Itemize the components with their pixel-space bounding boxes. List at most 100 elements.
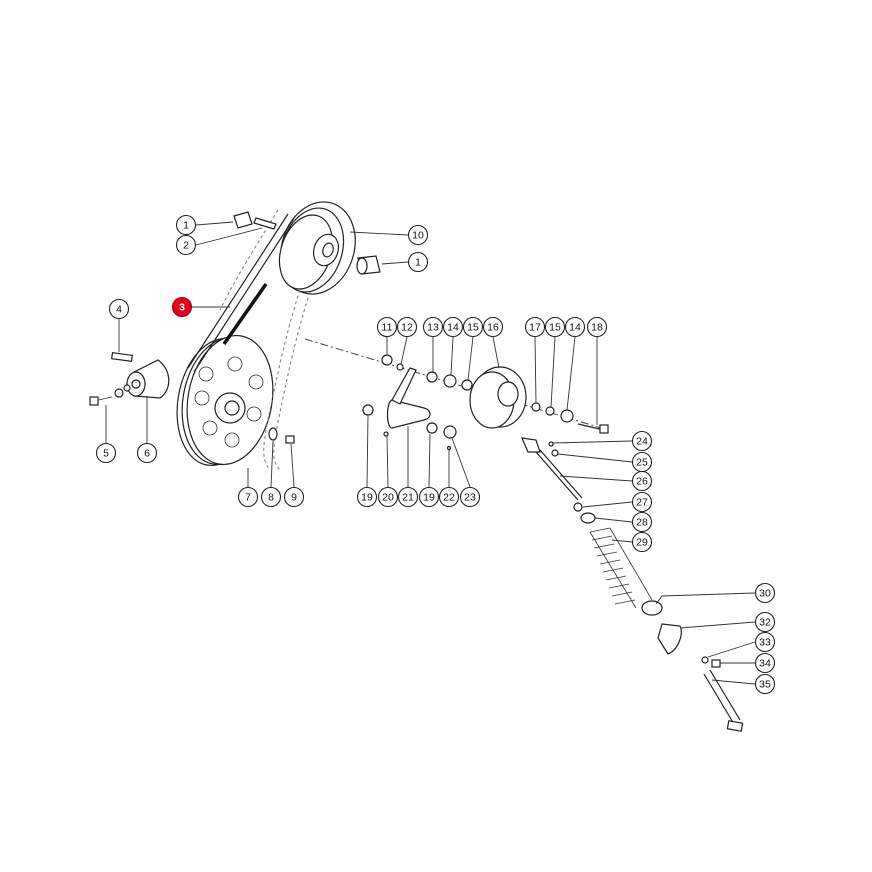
callout-c27: 27 (582, 491, 653, 513)
callout-circle (631, 470, 653, 492)
callout-c23: 23 (451, 437, 481, 508)
callout-circle (438, 486, 460, 508)
lower-pulley (176, 334, 274, 467)
callout-c15a: 15 (462, 316, 484, 381)
callout-c28: 28 (594, 511, 653, 533)
callout-c3: 3 (171, 296, 230, 318)
callout-label: 15 (549, 322, 561, 334)
callout-circle (544, 316, 566, 338)
callout-label: 16 (487, 322, 499, 334)
callout-c13: 13 (422, 316, 444, 372)
callout-c11: 11 (376, 316, 398, 355)
callout-circle (418, 486, 440, 508)
callout-leader (611, 539, 633, 543)
callout-c4: 4 (108, 298, 130, 352)
callout-c6: 6 (136, 396, 158, 464)
callout-label: 14 (447, 322, 459, 334)
callout-label: 34 (759, 658, 771, 670)
callout-c17: 17 (524, 316, 546, 404)
callout-circle (524, 316, 546, 338)
callout-label: 17 (529, 322, 541, 334)
callout-label: 29 (636, 537, 648, 549)
callout-c25: 25 (557, 451, 653, 473)
callout-circle (754, 673, 776, 695)
callout-leader (594, 517, 633, 523)
callout-leader (195, 221, 234, 226)
callout-label: 12 (401, 322, 413, 334)
callout-label: 11 (382, 322, 393, 334)
callout-label: 10 (412, 230, 424, 242)
callout-label: 6 (144, 448, 150, 460)
callout-c21: 21 (397, 426, 419, 508)
callout-c19b: 19 (418, 433, 440, 508)
callout-leader (534, 336, 537, 404)
callout-c29: 29 (611, 531, 653, 553)
callout-c19a: 19 (356, 414, 378, 508)
callout-circle (356, 486, 378, 508)
callout-c12: 12 (396, 316, 418, 365)
callout-leader (290, 443, 295, 488)
callout-c10: 10 (349, 224, 429, 246)
callout-c33: 33 (707, 631, 776, 658)
callout-leader (679, 621, 756, 629)
callout-c32: 32 (679, 611, 776, 633)
callout-label: 5 (103, 448, 109, 460)
callout-leader (711, 679, 756, 685)
callout-label: 13 (427, 322, 439, 334)
callout-label: 23 (464, 492, 476, 504)
callout-label: 1 (183, 220, 189, 232)
callout-c1a: 1 (175, 214, 234, 236)
callout-c8: 8 (260, 440, 282, 508)
callout-leader (655, 592, 756, 605)
v-belt (187, 209, 311, 471)
callout-c24: 24 (552, 430, 653, 452)
callout-circle (564, 316, 586, 338)
callout-leader (552, 440, 633, 444)
callout-label: 32 (759, 617, 771, 629)
callout-c9: 9 (283, 443, 305, 508)
callout-leader (707, 641, 756, 658)
callout-label: 19 (423, 492, 435, 504)
callout-c26: 26 (559, 470, 653, 492)
callout-label: 24 (636, 436, 648, 448)
callout-leader (492, 336, 500, 369)
callout-leader (450, 336, 454, 376)
callout-circle (754, 631, 776, 653)
callout-circle (407, 224, 429, 246)
callout-circle (631, 531, 653, 553)
callout-circle (397, 486, 419, 508)
tension-rod-assembly (521, 437, 744, 732)
callout-circle (283, 486, 305, 508)
callout-c14a: 14 (442, 316, 464, 376)
callout-leader (467, 336, 474, 381)
callout-leader (559, 475, 633, 482)
callout-label: 8 (268, 492, 274, 504)
callout-label: 21 (402, 492, 414, 504)
callout-leader (366, 414, 369, 488)
callout-label: 20 (382, 492, 394, 504)
callout-label: 30 (759, 588, 771, 600)
callout-label: 4 (116, 304, 122, 316)
callout-circle (754, 611, 776, 633)
callout-circle (442, 316, 464, 338)
callout-circle (95, 442, 117, 464)
callout-leader (270, 440, 274, 488)
callout-circle (237, 486, 259, 508)
callout-leader (566, 336, 576, 411)
callout-label: 15 (467, 322, 479, 334)
callout-circle (377, 486, 399, 508)
callout-leader (195, 227, 263, 246)
callout-label: 18 (591, 322, 603, 334)
callout-circle (462, 316, 484, 338)
callout-circle (586, 316, 608, 338)
callout-c34: 34 (720, 652, 776, 674)
callout-label: 27 (636, 497, 648, 509)
key-parts (233, 211, 381, 275)
callout-c35: 35 (711, 673, 776, 695)
callout-circle (631, 430, 653, 452)
upper-pulley (278, 201, 356, 295)
callout-c20: 20 (377, 435, 399, 508)
callout-leader (381, 261, 409, 265)
